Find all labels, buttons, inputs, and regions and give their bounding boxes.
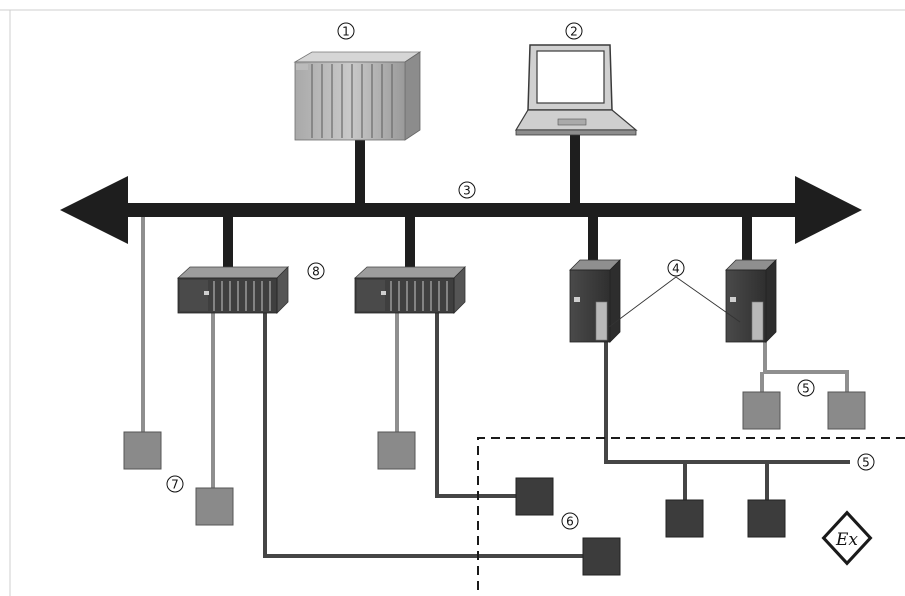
callouts: 1 2 3 4 5 5 6 7	[166, 22, 875, 530]
ex-symbol-text: Ex	[835, 530, 858, 550]
callout-4: 4	[667, 259, 685, 277]
callout-5-safe: 5	[797, 379, 815, 397]
svg-text:6: 6	[566, 515, 574, 529]
segment-coupler-2	[725, 259, 777, 343]
svg-text:5: 5	[802, 382, 810, 396]
svg-text:1: 1	[342, 25, 350, 39]
wire-segment-ex	[604, 342, 850, 464]
field-device-segment-safe-1	[742, 391, 781, 430]
field-devices-safe-area	[123, 391, 866, 526]
field-device-ex-segment-1	[665, 499, 704, 538]
callout-1: 1	[337, 22, 355, 40]
wire-io2-ex-device	[435, 312, 518, 498]
field-device-ex-io1	[582, 537, 621, 576]
field-device-io2	[377, 431, 416, 470]
svg-text:2: 2	[570, 25, 578, 39]
field-device-ex-segment-2	[747, 499, 786, 538]
remote-io-1	[176, 266, 289, 314]
callout-8: 8	[307, 262, 325, 280]
field-wires-light	[141, 215, 849, 488]
field-device-segment-safe-2	[827, 391, 866, 430]
ex-hazard-symbol: Ex	[821, 510, 873, 566]
bus-arrow-left	[60, 176, 128, 244]
field-device-io1	[195, 487, 234, 526]
field-device-ex-io2	[515, 477, 554, 516]
wire-io1-ex-device	[263, 312, 585, 558]
remote-io-2	[353, 266, 466, 314]
callout-2: 2	[565, 22, 583, 40]
callout-5-ex: 5	[857, 453, 875, 471]
field-devices-ex-area	[515, 477, 786, 576]
callout-7: 7	[166, 475, 184, 493]
hazardous-area-border	[477, 437, 905, 596]
bus-bar	[120, 203, 802, 217]
svg-text:3: 3	[463, 184, 471, 198]
svg-text:5: 5	[862, 456, 870, 470]
field-device-direct	[123, 431, 162, 470]
callout-6: 6	[561, 512, 579, 530]
callout-4-leaders	[608, 276, 741, 328]
laptop	[514, 44, 638, 136]
svg-text:4: 4	[672, 262, 680, 276]
svg-text:7: 7	[171, 478, 179, 492]
main-bus	[60, 176, 862, 244]
callout-3: 3	[458, 181, 476, 199]
wire-segment-safe	[763, 342, 849, 392]
segment-coupler-1	[569, 259, 621, 343]
bus-arrow-right	[795, 176, 862, 244]
bus-drops	[223, 132, 752, 268]
controller-rack	[293, 51, 422, 141]
svg-text:8: 8	[312, 265, 320, 279]
